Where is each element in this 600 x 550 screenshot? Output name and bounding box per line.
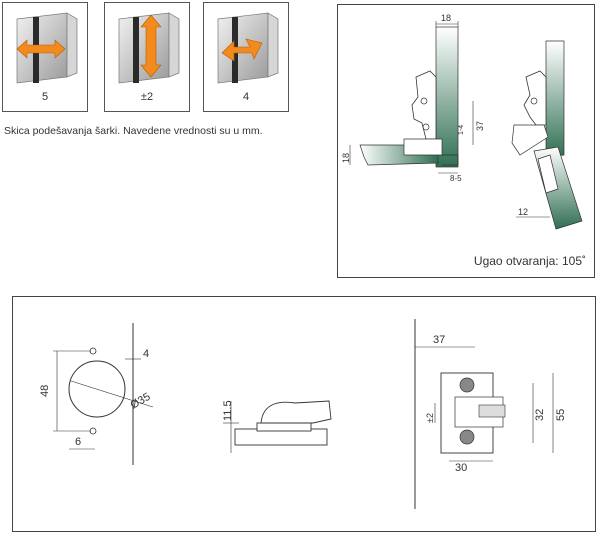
dim-37-top: 37 — [433, 334, 445, 346]
dim-plus-minus-2: ±2 — [425, 413, 435, 423]
adjust-tile-height: ±2 — [104, 2, 190, 112]
cup-hole-circle — [68, 360, 126, 418]
dim-30: 30 — [455, 462, 467, 474]
dim-6: 6 — [75, 436, 81, 448]
adjust-tile-side: 5 — [2, 2, 88, 112]
dim-11-5: 11.5 — [222, 400, 234, 421]
adjust-tile-depth: 4 — [203, 2, 289, 112]
adjust-value-side: 5 — [41, 91, 49, 103]
horizontal-arrow-icon — [16, 12, 78, 84]
adjust-value-height: ±2 — [140, 91, 154, 103]
dim-37: 37 — [475, 121, 485, 131]
hinge-side-view-panel: 18 18 37 1-4 8-5 12 Ugao otvaranja: 105˚ — [337, 4, 595, 278]
dim-32: 32 — [534, 409, 546, 421]
hinge-dimension-drawing: 48 4 6 Ø35 11.5 37 30 32 55 ±2 — [39, 319, 567, 509]
dim-left-18: 18 — [341, 153, 351, 163]
dim-diameter-35: Ø35 — [129, 391, 153, 412]
adjust-value-depth: 4 — [242, 91, 250, 103]
dim-12: 12 — [518, 207, 528, 217]
dim-top-18: 18 — [441, 13, 451, 23]
hinge-technical-drawing-panel: 48 4 6 Ø35 11.5 37 30 32 55 ±2 — [12, 296, 596, 532]
dim-4: 4 — [143, 348, 149, 360]
adjustment-caption: Skica podešavanja šarki. Navedene vredno… — [4, 125, 263, 137]
hinge-side-view-drawing: 18 18 37 1-4 8-5 12 — [341, 13, 583, 230]
dim-8-5: 8-5 — [450, 174, 462, 183]
opening-angle-label: Ugao otvaranja: 105˚ — [473, 254, 586, 268]
dim-55: 55 — [555, 409, 567, 421]
depth-arrow-icon — [217, 12, 279, 84]
dim-48: 48 — [39, 385, 51, 397]
dim-1-4: 1-4 — [458, 125, 465, 135]
vertical-arrow-icon — [118, 12, 180, 84]
